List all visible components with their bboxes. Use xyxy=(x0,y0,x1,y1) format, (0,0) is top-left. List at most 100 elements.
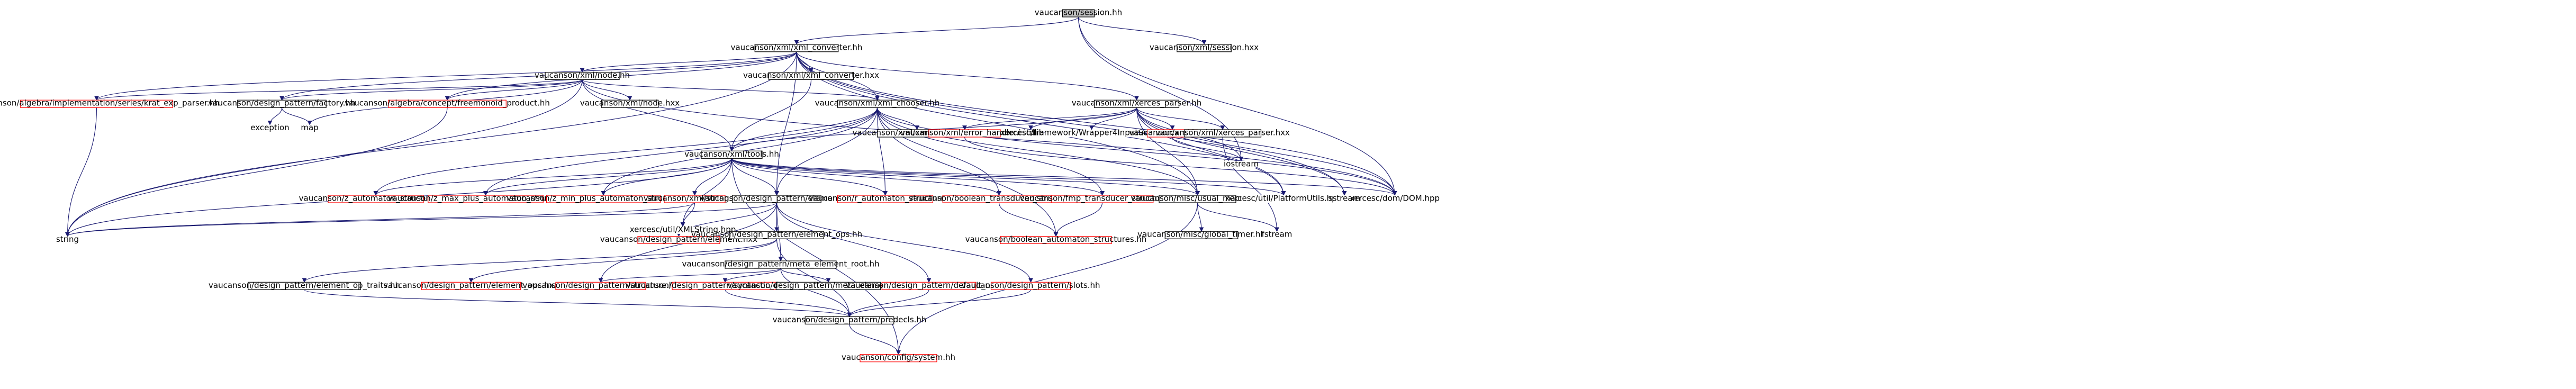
node-layer: vaucanson/session.hh vaucanson/xml/xml_co… xyxy=(0,8,1440,363)
node-label: vaucanson/design_pattern/element.hh xyxy=(700,194,853,204)
node-n40[interactable]: vaucanson/design_pattern/meta_element_ro… xyxy=(682,259,879,269)
node-n29[interactable]: xercesc/util/PlatformUtils.hpp xyxy=(1225,194,1342,203)
node-n6[interactable]: vaucanson/design_pattern/factory.hh xyxy=(209,98,356,108)
edge-n6-n12 xyxy=(281,107,312,125)
node-box xyxy=(546,195,661,203)
node-n44[interactable]: vaucanson/design_pattern/syntactic_decor… xyxy=(626,281,824,291)
edge-n4-n19 xyxy=(729,79,812,152)
node-label: map xyxy=(301,123,318,132)
edge-n0-n32 xyxy=(1078,17,1244,161)
node-box xyxy=(701,150,763,159)
node-box xyxy=(545,71,620,80)
node-n16[interactable]: xercesc/framework/Wrapper4InputSource.hp… xyxy=(1000,128,1183,138)
node-n19[interactable]: vaucanson/xml/tools.hh xyxy=(684,149,779,159)
node-n7[interactable]: vaucanson/algebra/concept/freemonoid_pro… xyxy=(345,98,550,108)
node-box xyxy=(428,195,544,203)
node-n28[interactable]: vaucanson/misc/usual_macros.hh xyxy=(1131,194,1264,204)
node-n25[interactable]: vaucanson/r_automaton_structures.hh xyxy=(809,194,962,204)
node-n47[interactable]: vaucanson/design_pattern/slots.hh xyxy=(961,281,1100,291)
node-label: vaucanson/xml/tools.hh xyxy=(684,149,779,159)
node-label: vaucanson/xml/node.hxx xyxy=(580,98,680,108)
edge-n18-n39 xyxy=(1222,137,1279,232)
node-label: xercesc/util/XMLString.hpp xyxy=(630,224,736,234)
node-label: vaucanson/design_pattern/meta_element_ro… xyxy=(727,281,929,291)
edge-n9-n31 xyxy=(876,107,1397,196)
node-n41[interactable]: vaucanson/design_pattern/element_op_trai… xyxy=(209,281,400,291)
node-n46[interactable]: vaucanson/design_pattern/default_ops.hh xyxy=(846,281,1012,291)
node-n31[interactable]: xercesc/dom/DOM.hpp xyxy=(1350,194,1440,203)
node-n14[interactable]: vaucanson/xml/error_handler.hh xyxy=(900,128,1028,138)
node-n45[interactable]: vaucanson/design_pattern/meta_element_ro… xyxy=(727,281,929,291)
node-n34[interactable]: xercesc/util/XMLString.hpp xyxy=(630,224,736,234)
edge-n1-n3 xyxy=(580,51,797,73)
node-n15[interactable]: cstdlib xyxy=(1018,128,1044,138)
node-n38[interactable]: vaucanson/misc/global_timer.hh xyxy=(1137,230,1266,240)
node-n27[interactable]: vaucanson/fmp_transducer_structures.hh xyxy=(1020,194,1185,204)
node-n30[interactable]: sstream xyxy=(1328,194,1360,203)
node-box xyxy=(20,99,173,108)
node-n42[interactable]: vaucanson/design_pattern/element_ops.hxx xyxy=(383,281,559,291)
edge-n19-n27 xyxy=(731,158,1105,196)
node-label: vaucanson/design_pattern/element_ops.hxx xyxy=(383,281,559,291)
edge-n10-n31 xyxy=(1136,107,1397,196)
edge-n36-n42 xyxy=(468,239,778,283)
edge-n24-n46 xyxy=(776,202,932,283)
node-n3[interactable]: vaucanson/xml/node.hh xyxy=(535,70,630,80)
node-box xyxy=(555,282,646,290)
edge-n3-n8 xyxy=(582,79,632,101)
edge-layer xyxy=(65,16,1397,355)
node-label: vaucanson/boolean_transducer_structures.… xyxy=(909,194,1090,204)
node-n2[interactable]: vaucanson/xml/session.hxx xyxy=(1150,42,1259,52)
node-n23[interactable]: vaucanson/xml/strings.hh xyxy=(644,194,746,203)
node-label: vaucanson/design_pattern/structure.hh xyxy=(522,281,679,291)
node-label: vaucanson/design_pattern/element.hxx xyxy=(600,234,758,245)
edge-n44-n48 xyxy=(725,290,852,318)
edge-n23-n33 xyxy=(65,202,695,237)
node-n8[interactable]: vaucanson/xml/node.hxx xyxy=(580,98,680,108)
node-n5[interactable]: vaucanson/algebra/implementation/series/… xyxy=(0,98,220,108)
node-n18[interactable]: vaucanson/xml/xerces_parser.hxx xyxy=(1155,128,1290,138)
edge-n6-n11 xyxy=(267,107,283,125)
node-n32[interactable]: iostream xyxy=(1224,159,1259,168)
node-n36[interactable]: vaucanson/design_pattern/element_ops.hh xyxy=(691,230,862,240)
edge-n46-n48 xyxy=(847,290,929,318)
node-n21[interactable]: vaucanson/z_max_plus_automaton_structure… xyxy=(388,194,583,204)
node-label: vaucanson/algebra/concept/freemonoid_pro… xyxy=(345,98,550,108)
node-n11[interactable]: exception xyxy=(250,123,289,132)
node-n20[interactable]: vaucanson/z_automaton_structures.hh xyxy=(299,194,453,204)
edge-n9-n24 xyxy=(774,107,878,196)
node-n37[interactable]: vaucanson/boolean_automaton_structures.h… xyxy=(965,234,1147,245)
edge-n36-n48 xyxy=(776,239,852,318)
node-label: vaucanson/design_pattern/syntactic_decor… xyxy=(626,281,824,291)
node-n0[interactable]: vaucanson/session.hh xyxy=(1035,8,1122,17)
node-box xyxy=(421,282,521,290)
node-box xyxy=(664,195,726,203)
node-n39[interactable]: fstream xyxy=(1262,230,1292,239)
node-label: cstdlib xyxy=(1018,128,1044,138)
edge-n23-n34 xyxy=(680,202,695,227)
node-n48[interactable]: vaucanson/design_pattern/predecls.hh xyxy=(773,315,927,325)
node-n35[interactable]: vaucanson/design_pattern/element.hxx xyxy=(600,234,758,245)
node-n4[interactable]: vaucanson/xml/xml_converter.hxx xyxy=(743,70,879,80)
edge-n47-n48 xyxy=(847,290,1032,318)
node-n22[interactable]: vaucanson/z_min_plus_automaton_structure… xyxy=(507,194,700,204)
node-label: vaucanson/session.hh xyxy=(1035,8,1122,17)
node-box xyxy=(1093,99,1180,108)
node-n43[interactable]: vaucanson/design_pattern/structure.hh xyxy=(522,281,679,291)
node-box xyxy=(725,260,837,269)
edge-n24-n33 xyxy=(65,202,778,237)
node-n9[interactable]: vaucanson/xml/xml_chooser.hh xyxy=(815,98,940,108)
node-box xyxy=(1241,195,1326,203)
edge-n40-n44 xyxy=(722,268,781,283)
node-n49[interactable]: vaucanson/config/system.hh xyxy=(842,352,955,363)
node-n12[interactable]: map xyxy=(301,123,318,132)
edge-n10-n14 xyxy=(962,107,1137,130)
edge-n9-n20 xyxy=(373,107,878,196)
node-box xyxy=(754,44,839,52)
node-label: vaucanson/algebra/implementation/series/… xyxy=(0,98,220,108)
node-n24[interactable]: vaucanson/design_pattern/element.hh xyxy=(700,194,853,204)
node-n1[interactable]: vaucanson/xml/xml_converter.hh xyxy=(731,42,863,52)
node-n33[interactable]: string xyxy=(56,234,79,244)
node-n10[interactable]: vaucanson/xml/xerces_parser.hh xyxy=(1072,98,1202,108)
edge-n19-n29 xyxy=(731,158,1286,196)
